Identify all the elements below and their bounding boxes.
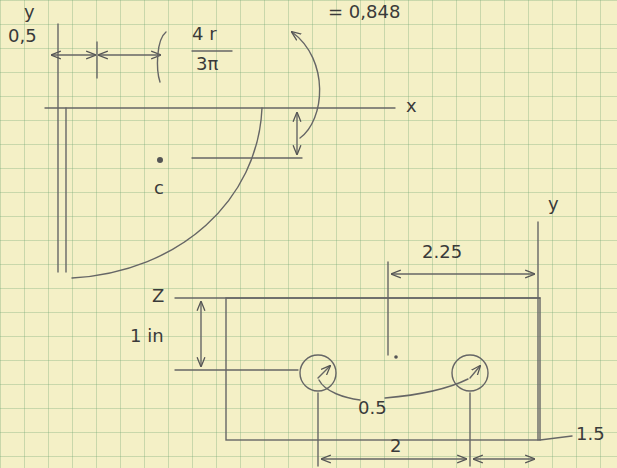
dimension: 2 bbox=[388, 436, 403, 457]
axis-label: y bbox=[22, 2, 37, 23]
dimension: 1.5 bbox=[574, 424, 607, 445]
dimension: 0,5 bbox=[6, 26, 39, 47]
dimension: 1 in bbox=[128, 326, 166, 347]
axis-label: y bbox=[546, 194, 561, 215]
formula-result: = 0,848 bbox=[326, 2, 402, 23]
centroid-label: c bbox=[152, 178, 166, 199]
axis-label: x bbox=[404, 96, 419, 117]
dimension: 0.5 bbox=[356, 398, 389, 419]
dimension: 2.25 bbox=[420, 242, 464, 263]
formula-part: 4 r bbox=[190, 24, 219, 45]
formula-part: 3π bbox=[194, 54, 220, 75]
axis-label: Z bbox=[150, 286, 166, 307]
